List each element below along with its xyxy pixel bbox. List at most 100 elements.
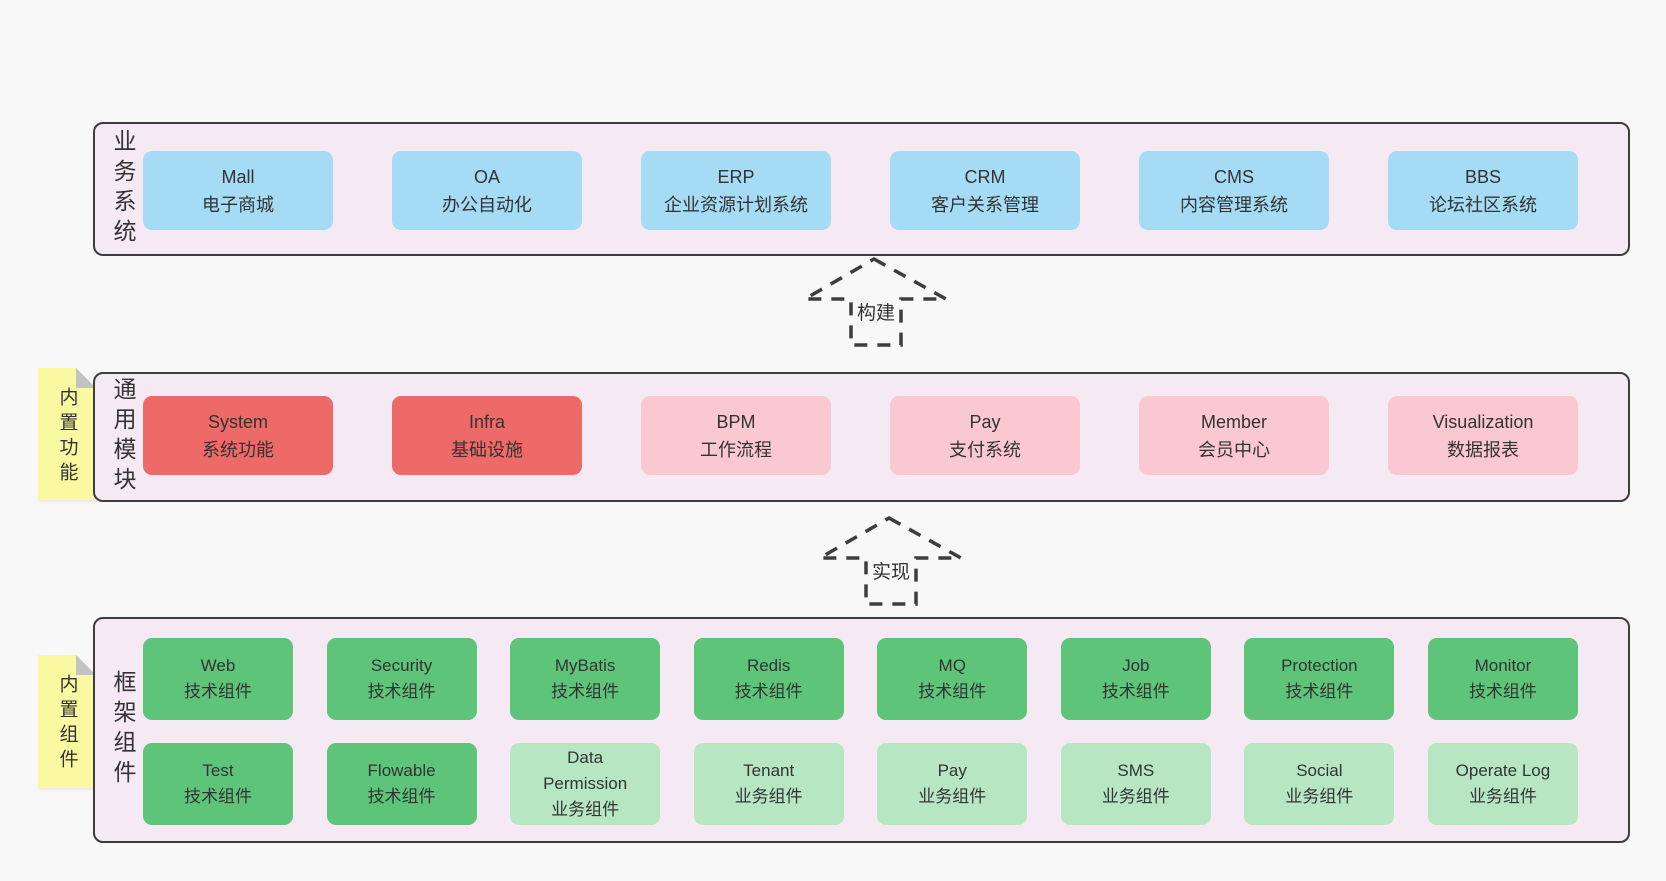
box-cms: CMS 内容管理系统	[1139, 151, 1329, 230]
box-security: Security 技术组件	[326, 638, 477, 720]
box-sms: SMS 业务组件	[1060, 743, 1211, 825]
box-mybatis: MyBatis 技术组件	[510, 638, 661, 720]
box-mq: MQ 技术组件	[877, 638, 1028, 720]
box-title: Mall	[221, 166, 255, 187]
box-oa: OA 办公自动化	[392, 151, 582, 230]
box-tenant: Tenant 业务组件	[693, 743, 844, 825]
box-crm: CRM 客户关系管理	[890, 151, 1080, 230]
box-subtitle: 内容管理系统	[1180, 194, 1288, 215]
box-subtitle: 系统功能	[202, 439, 274, 460]
band-framework-components: 框架组件 Web 技术组件 Security 技术组件 MyBatis 技术组件…	[93, 617, 1630, 843]
box-system: System 系统功能	[143, 396, 333, 475]
box-title: Flowable	[367, 761, 436, 780]
box-title: MyBatis	[554, 656, 616, 675]
arrow-build: 构建	[803, 256, 949, 348]
band-label: 业务系统	[110, 129, 136, 249]
box-subtitle: 电子商城	[202, 194, 274, 215]
box-subtitle: 技术组件	[1101, 682, 1170, 701]
box-visualization: Visualization 数据报表	[1388, 396, 1578, 475]
box-web: Web 技术组件	[143, 638, 293, 720]
box-subtitle: 业务组件	[918, 787, 987, 806]
box-title: Protection	[1281, 656, 1358, 675]
box-title: Test	[202, 761, 234, 780]
box-subtitle: 支付系统	[949, 439, 1021, 460]
sticky-note-built-in-components: 内置组件	[38, 655, 96, 788]
box-mall: Mall 电子商城	[143, 151, 333, 230]
box-job: Job 技术组件	[1060, 638, 1211, 720]
band-common-modules: 通用模块 System 系统功能 Infra 基础设施 BPM 工作流程 Pay…	[93, 372, 1630, 502]
arrow-implement: 实现	[818, 515, 964, 607]
box-title: SMS	[1117, 761, 1155, 780]
box-subtitle: 工作流程	[700, 439, 772, 460]
box-subtitle: 技术组件	[184, 682, 252, 701]
dashed-up-arrow-icon	[818, 515, 964, 606]
box-data-permission: Data Permission 业务组件	[510, 743, 661, 825]
box-subtitle: 技术组件	[734, 682, 803, 701]
box-monitor: Monitor 技术组件	[1427, 638, 1578, 720]
box-subtitle: 业务组件	[1468, 787, 1537, 806]
components-row-1: Web 技术组件 Security 技术组件 MyBatis 技术组件 Redi…	[143, 638, 1578, 720]
band-label: 框架组件	[110, 670, 136, 790]
box-title: Data Permission	[543, 748, 628, 793]
box-subtitle: 论坛社区系统	[1429, 194, 1537, 215]
box-subtitle: 业务组件	[734, 787, 803, 806]
box-title: BPM	[716, 411, 756, 432]
box-title: Job	[1122, 656, 1150, 675]
dashed-up-arrow-icon	[803, 256, 949, 347]
box-subtitle: 客户关系管理	[931, 194, 1039, 215]
box-subtitle: 技术组件	[184, 787, 252, 806]
box-bbs: BBS 论坛社区系统	[1388, 151, 1578, 230]
box-title: MQ	[938, 656, 966, 675]
box-title: Web	[200, 656, 236, 675]
box-title: Security	[370, 656, 433, 675]
box-subtitle: 技术组件	[367, 682, 436, 701]
box-title: Pay	[969, 411, 1001, 432]
box-subtitle: 技术组件	[918, 682, 987, 701]
box-subtitle: 业务组件	[1101, 787, 1170, 806]
box-operate-log: Operate Log 业务组件	[1427, 743, 1578, 825]
box-member: Member 会员中心	[1139, 396, 1329, 475]
box-title: OA	[473, 166, 500, 187]
box-title: Infra	[468, 411, 506, 432]
box-title: Tenant	[743, 761, 795, 780]
business-box-row: Mall 电子商城 OA 办公自动化 ERP 企业资源计划系统 CRM 客户关系…	[143, 151, 1578, 230]
arrow-label: 构建	[853, 297, 899, 326]
box-flowable: Flowable 技术组件	[326, 743, 477, 825]
box-title: Visualization	[1432, 411, 1534, 432]
box-title: Member	[1200, 411, 1267, 432]
box-redis: Redis 技术组件	[693, 638, 844, 720]
box-subtitle: 业务组件	[1285, 787, 1354, 806]
sticky-note-built-in-features: 内置功能	[38, 368, 96, 500]
box-pay-component: Pay 业务组件	[877, 743, 1028, 825]
box-title: System	[207, 411, 268, 432]
box-subtitle: 基础设施	[451, 439, 523, 460]
components-row-2: Test 技术组件 Flowable 技术组件 Data Permission …	[143, 743, 1578, 825]
sticky-note-text: 内置组件	[56, 674, 78, 775]
sticky-note-text: 内置功能	[56, 386, 78, 487]
box-subtitle: 技术组件	[1285, 682, 1354, 701]
box-subtitle: 企业资源计划系统	[664, 194, 808, 215]
box-social: Social 业务组件	[1244, 743, 1395, 825]
box-test: Test 技术组件	[143, 743, 293, 825]
box-title: BBS	[1464, 166, 1502, 187]
box-pay-system: Pay 支付系统	[890, 396, 1080, 475]
box-bpm: BPM 工作流程	[641, 396, 831, 475]
box-title: Pay	[937, 761, 967, 780]
box-infra: Infra 基础设施	[392, 396, 582, 475]
box-title: CRM	[964, 166, 1006, 187]
modules-box-row: System 系统功能 Infra 基础设施 BPM 工作流程 Pay 支付系统…	[143, 396, 1578, 475]
box-subtitle: 技术组件	[367, 787, 436, 806]
box-erp: ERP 企业资源计划系统	[641, 151, 831, 230]
box-subtitle: 会员中心	[1198, 439, 1270, 460]
box-title: ERP	[717, 166, 755, 187]
band-label: 通用模块	[110, 377, 136, 497]
box-subtitle: 技术组件	[1468, 682, 1537, 701]
box-subtitle: 数据报表	[1447, 439, 1519, 460]
box-subtitle: 办公自动化	[442, 194, 532, 215]
box-title: CMS	[1214, 166, 1254, 187]
box-title: Operate Log	[1455, 761, 1551, 780]
box-subtitle: 业务组件	[551, 800, 620, 819]
arrow-label: 实现	[868, 556, 914, 585]
box-protection: Protection 技术组件	[1244, 638, 1395, 720]
